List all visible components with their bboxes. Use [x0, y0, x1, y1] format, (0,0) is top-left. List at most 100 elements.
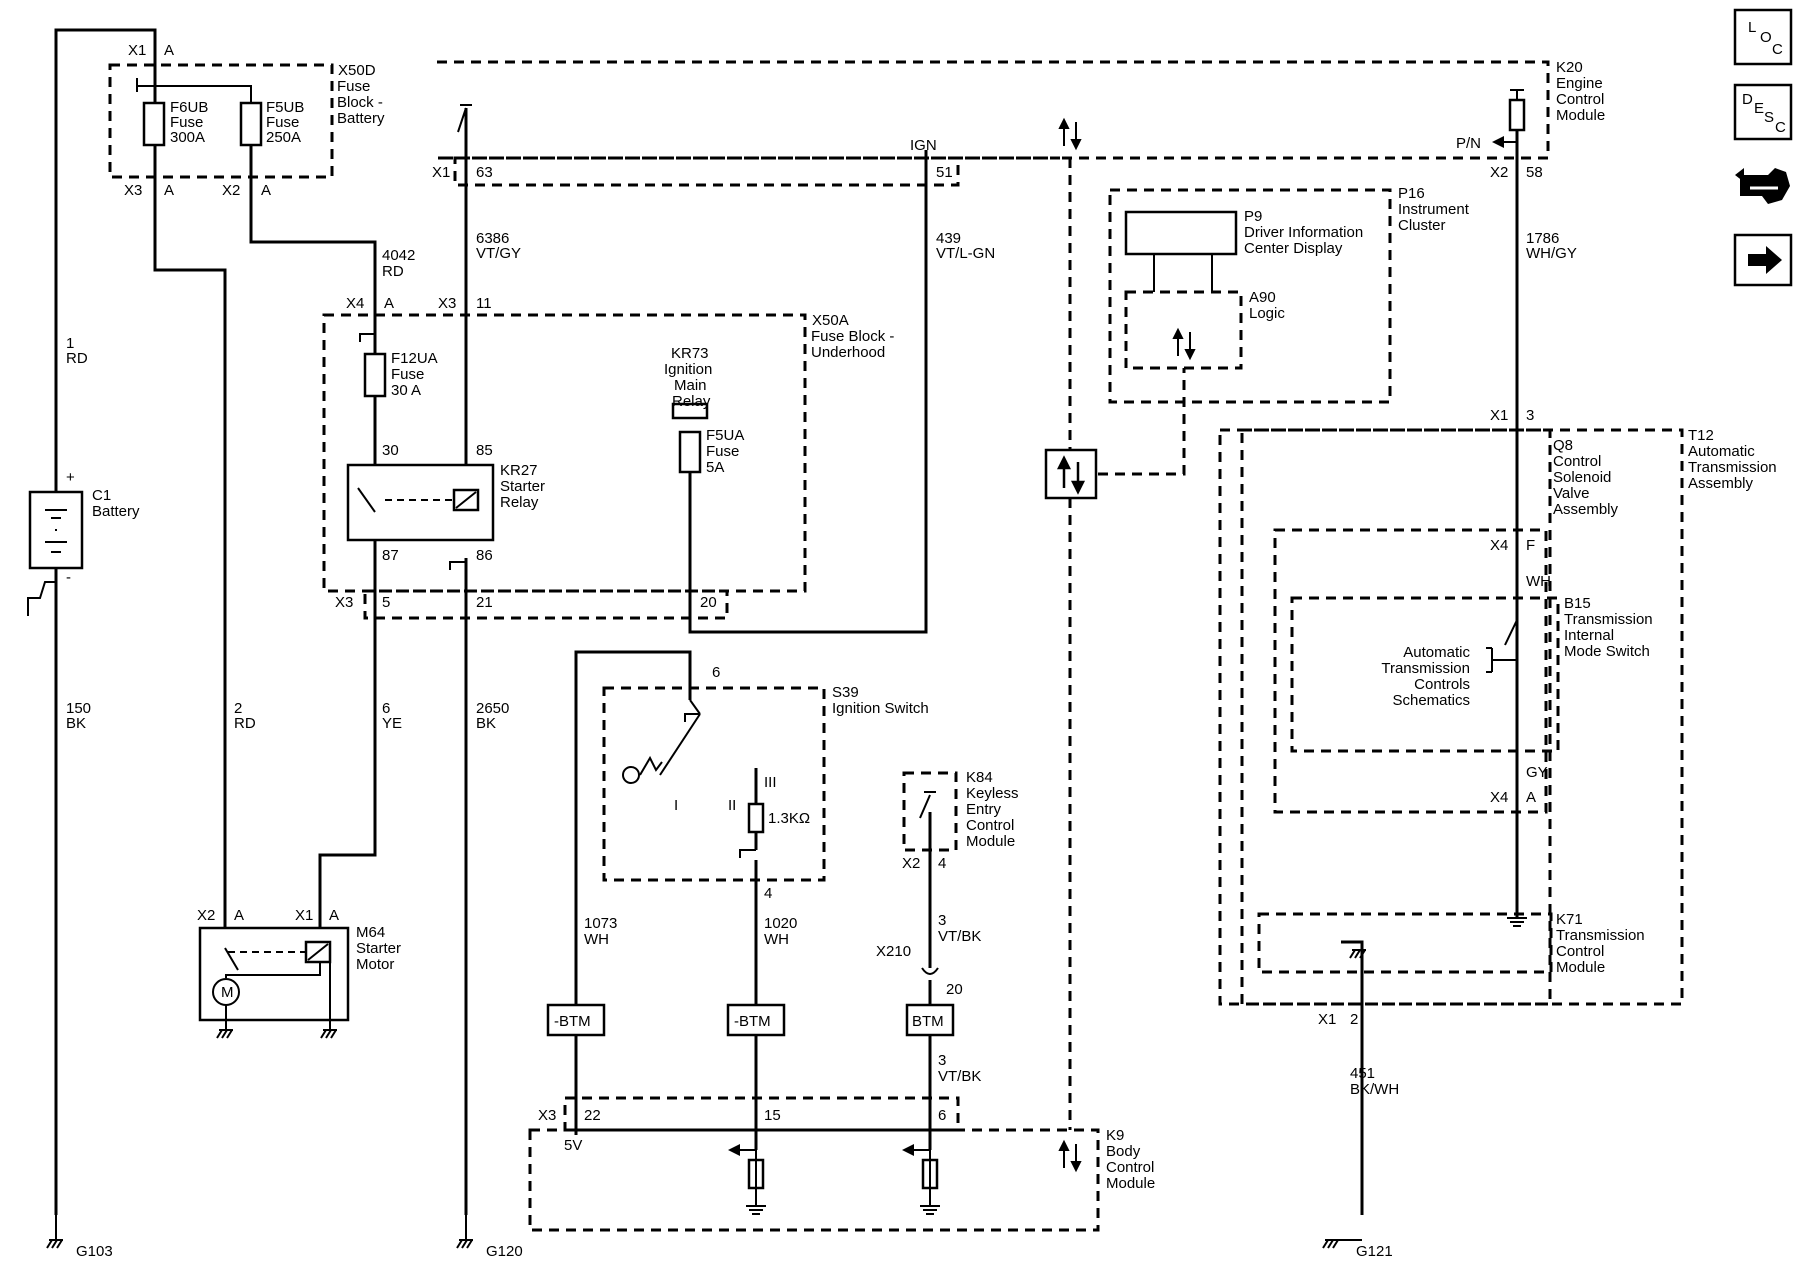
k9-input-6-arrow: [902, 1144, 914, 1156]
a90-logic-outline: [1124, 290, 1243, 370]
w2-num: 2: [234, 700, 242, 717]
kr27-id: KR27: [500, 462, 538, 479]
f12ua-l2: 30 A: [391, 382, 421, 399]
b15-l3: Mode Switch: [1564, 643, 1650, 660]
x3-50d-conn: X3: [124, 182, 142, 199]
x3-bot-conn: X3: [335, 594, 353, 611]
w1786-color: WH/GY: [1526, 245, 1577, 262]
x1-top-conn: X1: [128, 42, 146, 59]
g121-label: G121: [1356, 1243, 1393, 1260]
w1-color: RD: [66, 350, 88, 367]
w3b-color: VT/BK: [938, 1068, 981, 1085]
desc-nav-button[interactable]: [1733, 83, 1793, 141]
x50a-name-wrap: Fuse Block - Underhood: [811, 329, 895, 361]
k9-input-15-arrow: [728, 1144, 740, 1156]
p9-l1: Driver Information: [1244, 224, 1363, 241]
f6ub-id: F6UB: [170, 99, 208, 116]
k9-connector-outline: [563, 1096, 960, 1132]
loc-nav-button[interactable]: [1733, 8, 1793, 66]
f5ub-l1: Fuse: [266, 114, 299, 131]
atc-l1: Automatic: [1403, 644, 1470, 661]
k20-x2-conn: X2: [1490, 164, 1508, 181]
desc-letter-d: D: [1742, 91, 1753, 108]
w6-color: YE: [382, 715, 402, 732]
s39-top-contact: [684, 699, 701, 722]
k71-l1: Transmission: [1556, 927, 1645, 944]
k9-l1: Body: [1106, 1143, 1141, 1160]
w6-num: 6: [382, 700, 390, 717]
f5ua-fuse: [678, 430, 702, 474]
x3-50a-conn: X3: [438, 295, 456, 312]
p9-id: P9: [1244, 208, 1262, 225]
k84-x2-conn: X2: [902, 855, 920, 872]
w6386-color: VT/GY: [476, 245, 521, 262]
c1-name: Battery: [92, 503, 140, 520]
btm-label-3: BTM: [912, 1013, 944, 1030]
x3-bot-pin1: 5: [382, 594, 390, 611]
q8-l4: Assembly: [1553, 501, 1619, 518]
k20-l3: Module: [1556, 107, 1605, 124]
k84-l1: Keyless: [966, 785, 1019, 802]
p16-l2: Cluster: [1398, 217, 1446, 234]
k20-x1-conn: X1: [432, 164, 450, 181]
s39-pivot: [622, 766, 640, 784]
kr73-relay-contact: [671, 402, 709, 420]
k20-pn-resistor: [1508, 98, 1526, 132]
g120-label: G120: [486, 1243, 523, 1260]
loc-letter-o: O: [1760, 29, 1772, 46]
wire-439-vt-lgn: [688, 150, 928, 634]
g103-label: G103: [76, 1243, 113, 1260]
k84-switch: [919, 791, 936, 819]
t12-l1: Automatic: [1688, 443, 1755, 460]
w1073-color: WH: [584, 931, 609, 948]
kr27-87: 87: [382, 547, 399, 564]
p16-id: P16: [1398, 185, 1425, 202]
t12-inner-outline: [1240, 428, 1552, 1006]
battery-negative-lead: [27, 568, 57, 616]
p16-l1: Instrument: [1398, 201, 1470, 218]
w3a-num: 3: [938, 912, 946, 929]
x210-inline-connector: [921, 967, 939, 975]
x4-50a-pin: A: [384, 295, 394, 312]
ign-label: IGN: [910, 137, 937, 154]
f12ua-id: F12UA: [391, 350, 438, 367]
wire-1-rd: [54, 28, 157, 492]
k9-ground-icon-1: [746, 1205, 766, 1215]
k9-bcm-outline: [528, 1128, 1100, 1232]
t12-id: T12: [1688, 427, 1714, 444]
x50d-id: X50D: [338, 62, 376, 79]
wire-6-ye: [318, 534, 377, 930]
s39-pin-4: 4: [764, 885, 772, 902]
s39-name: Ignition Switch: [832, 700, 929, 717]
w1786-num: 1786: [1526, 230, 1559, 247]
k9-x3-conn: X3: [538, 1107, 556, 1124]
t12-x4a-conn: X4: [1490, 789, 1508, 806]
k71-outline: [1257, 912, 1553, 974]
kr73-l1: Ignition: [664, 361, 712, 378]
k71-x1-conn: X1: [1318, 1011, 1336, 1028]
k9-id: K9: [1106, 1127, 1124, 1144]
x50a-name: Fuse Block - Underhood: [811, 329, 895, 361]
k20-connector-outline: [453, 156, 960, 187]
t12-x1-pin: 3: [1526, 407, 1534, 424]
bus-arrow-icon: [1058, 117, 1082, 151]
kr27-85: 85: [476, 442, 493, 459]
m64-x2-pin: A: [234, 907, 244, 924]
k84-x2-pin: 4: [938, 855, 946, 872]
kr27-86-tab: [449, 561, 466, 570]
x50d-fuse-block-outline: [108, 63, 334, 179]
wire-451-bk-wh: [1341, 940, 1364, 1215]
k20-ecm-outline: [437, 60, 1550, 160]
k20-51-pin: 51: [936, 164, 953, 181]
p16-cluster-outline: [1108, 188, 1392, 404]
s39-id: S39: [832, 684, 859, 701]
loc-letter-l: L: [1748, 19, 1756, 36]
k84-l2: Entry: [966, 801, 1002, 818]
x4-50a-conn: X4: [346, 295, 364, 312]
kr73-id: KR73: [671, 345, 709, 362]
connector-wrench-icon[interactable]: [1735, 168, 1790, 204]
b15-id: B15: [1564, 595, 1591, 612]
b15-outline: [1290, 596, 1560, 753]
k9-ground-icon-2: [920, 1205, 940, 1215]
